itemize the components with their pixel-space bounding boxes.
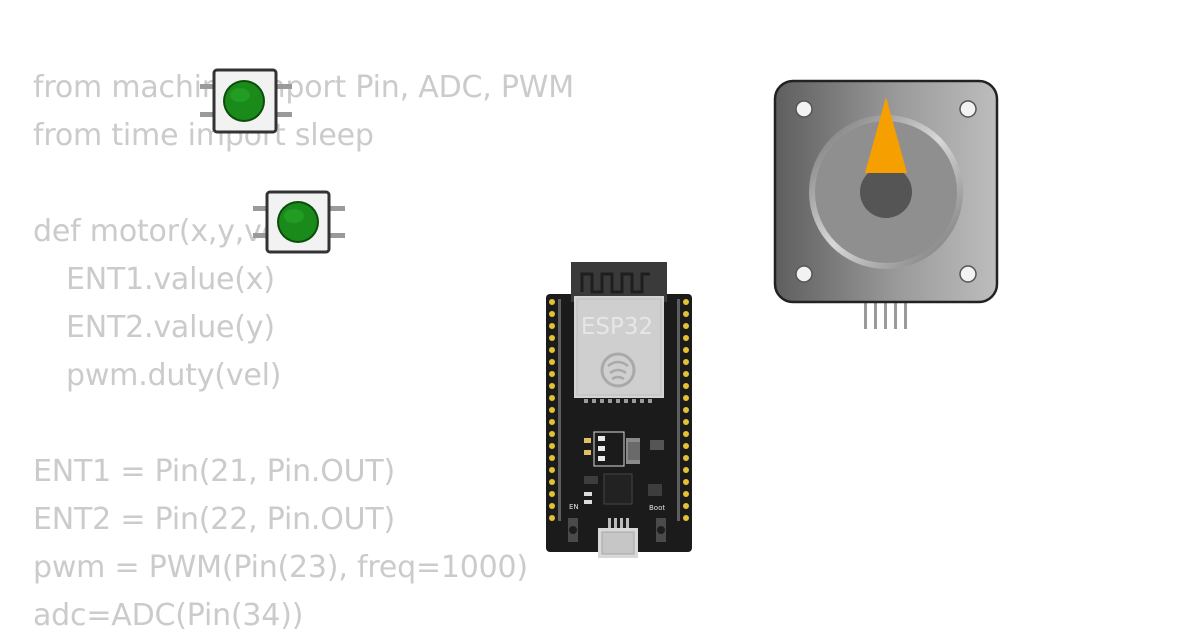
pushbutton-1[interactable] [200, 68, 292, 136]
en-button-label: EN [569, 503, 579, 511]
pushbutton-icon [200, 68, 292, 134]
code-line-8: ENT2 = Pin(22, Pin.OUT) [33, 502, 396, 537]
stepper-motor[interactable] [773, 79, 999, 331]
pushbutton-icon [253, 190, 345, 254]
esp32-devkit-icon [546, 262, 692, 558]
pushbutton-2[interactable] [253, 190, 345, 256]
esp32-module-label: ESP32 [580, 314, 654, 340]
esp32-devkit[interactable]: ESP32 EN Boot [544, 262, 694, 558]
code-line-9: pwm = PWM(Pin(23), freq=1000) [33, 550, 528, 585]
code-line-6: pwm.duty(vel) [66, 358, 282, 393]
code-line-2: from time import sleep [33, 118, 374, 153]
code-line-7: ENT1 = Pin(21, Pin.OUT) [33, 454, 396, 489]
code-line-10: adc=ADC(Pin(34)) [33, 598, 304, 633]
boot-button-label: Boot [649, 504, 666, 512]
code-line-1: from machine import Pin, ADC, PWM [33, 70, 574, 105]
stepper-motor-icon [773, 79, 999, 329]
code-line-5: ENT2.value(y) [66, 310, 275, 345]
code-line-4: ENT1.value(x) [66, 262, 275, 297]
